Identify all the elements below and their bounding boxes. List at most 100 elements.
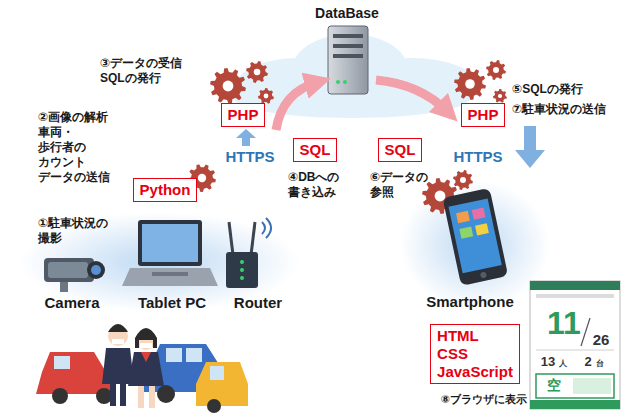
- step-label: ④DBへの 書き込み: [288, 170, 340, 200]
- camera-icon: [48, 262, 88, 278]
- screenshot: [530, 281, 620, 409]
- step-label: DataBase: [315, 5, 379, 23]
- gear-icon: [454, 68, 486, 100]
- car: [186, 348, 202, 362]
- smartphone-icon: [472, 208, 486, 220]
- step-label: ⑤SQLの発行: [512, 82, 583, 97]
- smartphone-icon: [449, 198, 502, 273]
- tech-name: SQL: [385, 141, 416, 159]
- car: [96, 388, 112, 404]
- db-arrow: [376, 80, 448, 112]
- car: [54, 356, 70, 369]
- screenshot: [536, 350, 614, 351]
- router-icon: [262, 222, 265, 234]
- server-icon: [333, 34, 363, 38]
- device-name: Smartphone: [426, 293, 514, 312]
- router-icon: [240, 260, 244, 264]
- tech-name: PHP: [468, 106, 499, 124]
- gear-icon: [493, 89, 507, 103]
- camera-icon: [60, 282, 68, 292]
- gear-icon: [210, 68, 246, 104]
- laptop-icon: [122, 220, 218, 286]
- screenshot: [530, 281, 620, 290]
- smartphone-icon: [443, 188, 509, 286]
- smartphone-icon: [459, 227, 473, 239]
- camera-icon: [44, 258, 94, 282]
- screen-text: 11: [547, 303, 581, 343]
- device-name: Router: [234, 294, 282, 313]
- pedestrian: [112, 339, 124, 344]
- car: [157, 385, 175, 403]
- pedestrian: [138, 386, 144, 408]
- gear-icon: [258, 88, 274, 104]
- https-arrow: [515, 126, 545, 168]
- router-icon: [240, 268, 244, 272]
- car: [52, 388, 68, 404]
- db-arrow: [276, 80, 448, 130]
- db-arrow: [276, 82, 318, 130]
- device-name: Camera: [44, 294, 99, 313]
- device-name: Tablet PC: [138, 294, 206, 313]
- router-icon: [226, 252, 258, 288]
- pedestrian: [110, 384, 116, 406]
- gear-hole: [435, 191, 446, 202]
- pedestrian: [141, 352, 151, 362]
- smartphone-icon: [456, 211, 470, 223]
- gear-hole: [493, 67, 499, 73]
- camera-icon: [44, 258, 105, 292]
- car: [210, 366, 224, 380]
- screenshot: [581, 318, 590, 346]
- router-icon: [240, 276, 244, 280]
- router-icon: [226, 218, 271, 288]
- tech-box: SQL: [293, 138, 338, 162]
- step-label: ①駐車状況の 撮影: [38, 216, 108, 246]
- gear-icon: [210, 68, 246, 104]
- server-icon: [336, 80, 340, 84]
- car: [207, 399, 221, 413]
- pedestrian: [102, 348, 134, 384]
- router-icon: [229, 222, 233, 255]
- screen-text: 空: [547, 377, 561, 395]
- gear-hole: [223, 81, 234, 92]
- step-label: ②画像の解析 車両・歩行者の カウント データの送信: [38, 110, 110, 185]
- tech-box: PHP: [461, 103, 506, 127]
- router-icon: [251, 222, 255, 255]
- car: [196, 362, 248, 406]
- server-icon: [333, 44, 363, 48]
- https-arrow: [236, 126, 545, 168]
- pedestrian: [128, 352, 164, 386]
- gear-icon: [246, 61, 268, 83]
- smartphone-icon: [443, 188, 509, 286]
- gear-icon: [258, 88, 274, 104]
- server-icon: [328, 26, 368, 94]
- pedestrian: [102, 324, 164, 408]
- pedestrian: [108, 324, 128, 332]
- screen-text: 13: [541, 354, 555, 370]
- gear-icon: [486, 60, 506, 80]
- gear-icon: [246, 61, 268, 83]
- https-arrow: [236, 129, 256, 146]
- glow: [20, 212, 300, 312]
- pedestrian: [140, 343, 152, 348]
- gear-icon: [453, 170, 473, 190]
- tech-name: SQL: [300, 141, 331, 159]
- tech-box: SQL: [378, 138, 423, 162]
- tech-name: HTML CSS JavaScript: [437, 327, 513, 381]
- smartphone-icon: [475, 223, 489, 235]
- gear-icon: [454, 68, 486, 100]
- laptop-icon: [152, 272, 188, 276]
- step-label: ⑦駐車状況の送信: [512, 102, 606, 117]
- step-label: HTTPS: [453, 148, 502, 167]
- screen-text: 台: [596, 359, 604, 369]
- laptop-icon: [122, 268, 218, 286]
- pedestrian: [149, 386, 155, 408]
- tech-name: Python: [140, 181, 191, 199]
- server-icon: [328, 26, 368, 94]
- gear-hole: [254, 69, 261, 76]
- tech-box: Python: [133, 178, 198, 202]
- screen-text: 26: [593, 331, 610, 350]
- laptop-icon: [142, 224, 198, 262]
- gear-icon: [188, 60, 507, 214]
- car: [36, 344, 248, 413]
